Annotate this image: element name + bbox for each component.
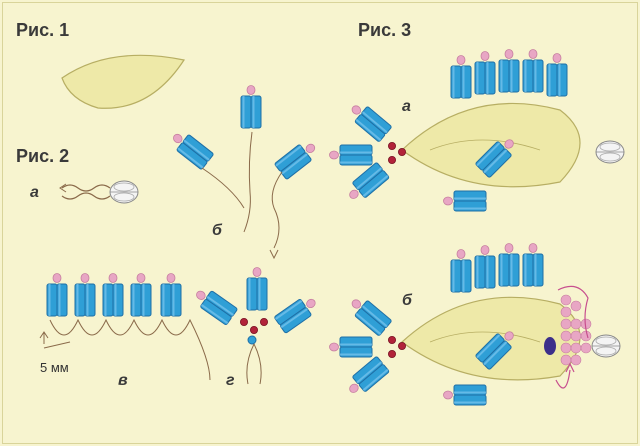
measure-5mm: 5 мм (40, 360, 69, 375)
fig2v-row (39, 274, 211, 381)
fig2-label-a: а (30, 184, 39, 201)
fig2-label-v: в (118, 372, 128, 389)
fig1-title: Рис. 1 (16, 20, 70, 40)
fig3-label-a: а (402, 98, 411, 115)
fig2g-fan (191, 268, 320, 385)
fig2-label-g: г (226, 372, 235, 389)
fig3-title: Рис. 3 (358, 20, 412, 40)
fig2a-bead-ring (59, 180, 139, 204)
fig3a-fish (330, 50, 625, 212)
fig3b-fish (330, 244, 621, 406)
fig2-label-b: б (212, 222, 222, 239)
fig2b-fans (168, 86, 320, 260)
fig2-title: Рис. 2 (16, 146, 70, 166)
leaf-shape (61, 54, 185, 109)
fig3-label-b: б (402, 292, 412, 309)
